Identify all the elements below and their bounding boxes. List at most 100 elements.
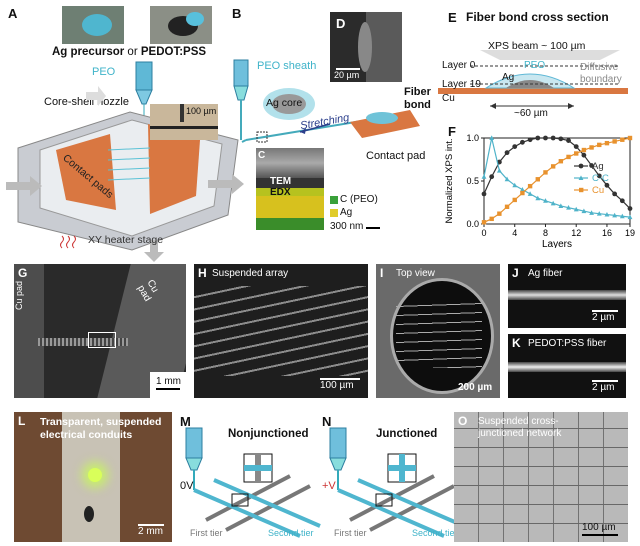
panel-label-a: A: [8, 6, 18, 21]
panel-n-title: Junctioned: [376, 428, 438, 440]
x-tick-label: 12: [571, 228, 581, 238]
ag-precursor-photo: [62, 6, 124, 44]
panel-label-m: M: [180, 414, 191, 429]
legend-label: Cu: [592, 185, 604, 196]
layer19-label: Layer 19: [442, 79, 481, 90]
panel-label-f: F: [448, 124, 456, 139]
diffusive-label-2: boundary: [580, 74, 622, 85]
data-point-cu: [589, 145, 594, 150]
panel-label-g: G: [18, 266, 28, 280]
peo-label-e: PEO: [524, 60, 546, 71]
panel-label-l: L: [18, 414, 26, 428]
data-point-ag: [520, 139, 525, 145]
panel-d-sem: 20 µm: [330, 12, 402, 82]
x-tick-label: 4: [512, 228, 517, 238]
fiber-bond-label-1: Fiber: [404, 86, 431, 98]
tem-label: TEM: [270, 176, 292, 187]
x-axis-label: Layers: [542, 239, 572, 248]
panel-d-scale: 20 µm: [334, 70, 360, 80]
data-point-c-c: [489, 135, 495, 140]
data-point-c-c: [527, 191, 533, 196]
legend-ag-label: Ag: [340, 207, 353, 218]
core-shell-nozzle-label: Core-shell nozzle: [44, 96, 129, 108]
data-point-c-c: [558, 203, 564, 208]
data-point-c-c: [481, 174, 487, 179]
panel-m-voltage: 0V: [180, 480, 194, 492]
panel-c-scale: 300 nm: [330, 221, 364, 232]
panel-label-e: E: [448, 10, 457, 25]
data-point-ag: [481, 191, 487, 197]
data-point-ag: [550, 135, 556, 141]
heater-stage-label: XY heater stage: [88, 234, 164, 246]
panel-o-micrograph: O Suspended cross- junctioned network 10…: [454, 412, 628, 542]
panel-i-title: Top view: [396, 268, 435, 279]
panel-j-scale: 2 µm: [592, 312, 615, 323]
data-point-ag: [512, 144, 518, 149]
panel-k-scale: 2 µm: [592, 382, 615, 393]
data-point-c-c: [612, 212, 618, 218]
data-point-ag: [612, 191, 618, 197]
panel-h-scale: 100 µm: [320, 380, 354, 391]
panel-k-title: PEDOT:PSS fiber: [528, 338, 607, 349]
data-point-cu: [527, 183, 533, 189]
data-point-cu: [558, 159, 564, 164]
data-point-c-c: [543, 198, 548, 203]
data-point-ag: [619, 198, 625, 204]
legend-c-label: C (PEO): [340, 194, 378, 205]
data-point-cu: [489, 216, 494, 222]
panel-j-title: Ag fiber: [528, 268, 563, 279]
panel-j-sem: J Ag fiber 2 µm: [508, 264, 626, 328]
panel-m-second-tier: Second tier: [268, 528, 314, 538]
chart-series: [481, 135, 633, 225]
data-point-c-c: [573, 206, 579, 212]
panel-a-inset-scale: 100 µm: [186, 106, 217, 116]
data-point-cu: [543, 170, 548, 175]
data-point-c-c: [566, 205, 571, 210]
data-point-ag: [535, 135, 541, 141]
fiber-bond-label-2: bond: [404, 99, 431, 111]
panel-o-scale: 100 µm: [582, 522, 616, 533]
data-point-ag: [596, 173, 602, 179]
data-point-c-c: [520, 187, 525, 192]
data-point-ag: [504, 150, 510, 156]
data-point-c-c: [550, 200, 556, 206]
peo-sheath-label: PEO sheath: [257, 60, 317, 72]
data-point-cu: [512, 197, 517, 203]
data-point-c-c: [627, 214, 633, 220]
data-point-cu: [604, 140, 610, 146]
panel-n-first-tier: First tier: [334, 528, 367, 538]
panel-n-voltage: +V: [322, 480, 336, 492]
data-point-ag: [589, 163, 594, 168]
panel-label-d: D: [336, 16, 346, 31]
pedot-photo: [150, 6, 212, 44]
data-point-cu: [612, 139, 617, 144]
panel-i-sem: I Top view 200 µm: [376, 264, 500, 398]
data-point-c-c: [619, 213, 625, 219]
panel-g-scale: 1 mm: [156, 376, 181, 387]
data-point-ag: [543, 135, 548, 141]
legend-marker: [578, 163, 584, 169]
data-point-ag: [581, 152, 587, 158]
data-point-cu: [566, 154, 571, 160]
chart-legend: AgC-CCu: [574, 161, 609, 196]
panel-g-sem: G Cu pad Cu pad 1 mm: [14, 264, 186, 398]
y-tick-label: 0.5: [466, 176, 479, 186]
panel-o-title-2: junctioned network: [478, 428, 562, 439]
data-point-c-c: [589, 210, 594, 215]
data-point-cu: [597, 142, 602, 148]
panel-h-sem: H Suspended array 100 µm: [194, 264, 368, 398]
data-point-c-c: [604, 211, 610, 217]
data-point-ag: [527, 137, 533, 143]
panel-label-i: I: [380, 266, 384, 280]
data-point-cu: [620, 137, 625, 142]
legend-marker: [578, 175, 584, 180]
panel-l-title-2: electrical conduits: [40, 429, 133, 441]
x-tick-label: 0: [481, 228, 486, 238]
data-point-ag: [558, 136, 564, 142]
ag-core-label: Ag core: [266, 97, 303, 109]
